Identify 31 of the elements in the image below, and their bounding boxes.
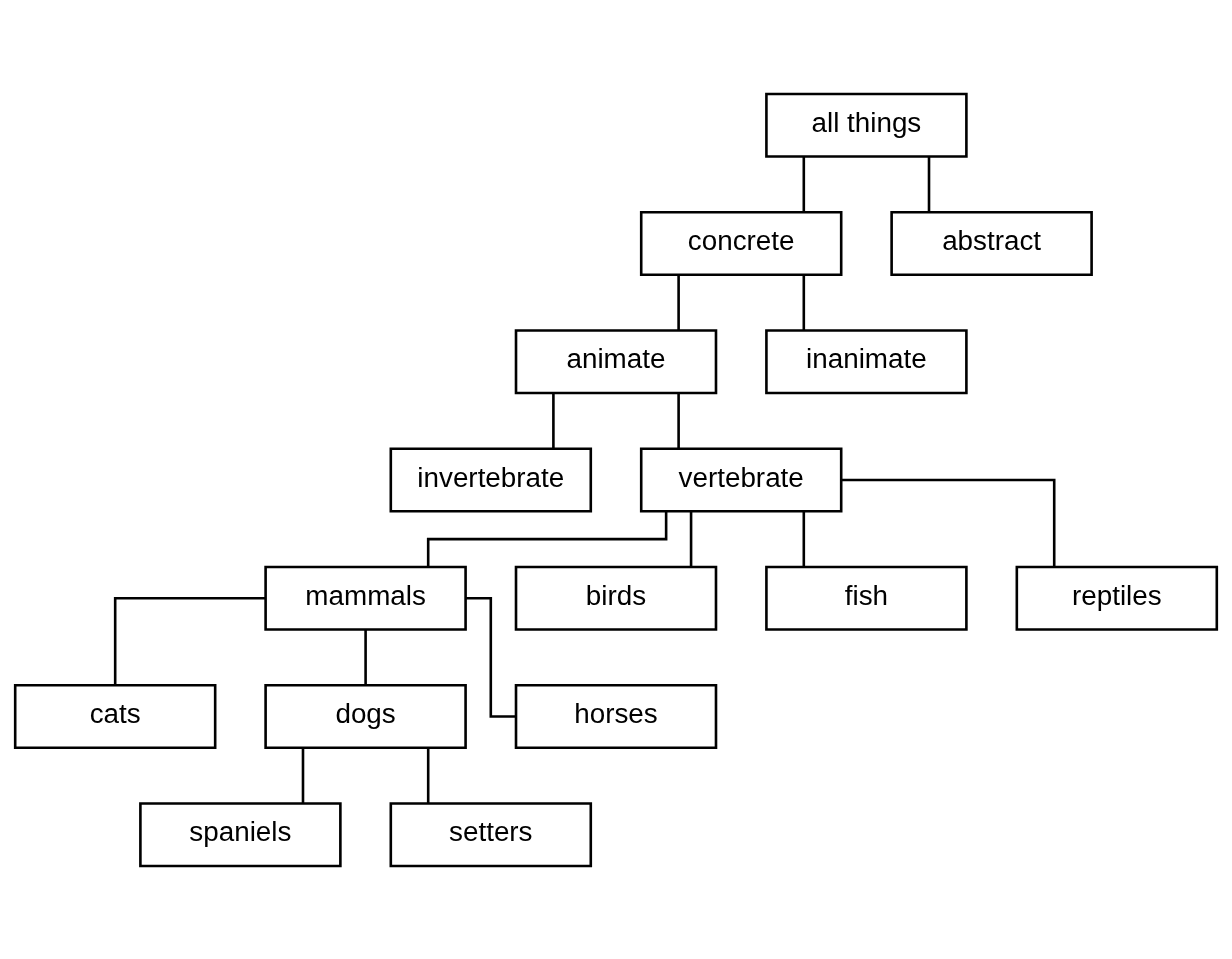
node-box: setters xyxy=(389,801,593,867)
connector xyxy=(802,274,806,330)
connector xyxy=(841,478,1056,567)
connector xyxy=(802,511,806,566)
connector xyxy=(364,629,367,685)
connector xyxy=(677,274,680,330)
connector xyxy=(927,156,931,212)
node-box: mammals xyxy=(264,565,467,631)
node-box: concrete xyxy=(639,210,843,276)
node-box: vertebrate xyxy=(639,446,843,513)
node-box: cats xyxy=(13,683,217,749)
connector xyxy=(426,747,430,803)
node-box: birds xyxy=(514,565,718,631)
node-box: inanimate xyxy=(765,328,968,394)
node-box: fish xyxy=(765,565,968,631)
node-box: reptiles xyxy=(1015,565,1219,631)
node-box: spaniels xyxy=(139,801,342,867)
connector xyxy=(426,511,668,567)
node-box: animate xyxy=(514,328,718,394)
connector xyxy=(689,511,693,566)
node-box: abstract xyxy=(890,210,1093,276)
connector xyxy=(301,747,305,803)
connector xyxy=(802,156,806,212)
node-box: all things xyxy=(765,92,968,158)
node-box: invertebrate xyxy=(389,446,593,513)
connector xyxy=(552,392,555,448)
connector xyxy=(113,596,266,685)
node-box: horses xyxy=(514,683,718,749)
connector xyxy=(677,392,680,448)
node-box: dogs xyxy=(264,683,467,749)
connector xyxy=(466,596,516,718)
